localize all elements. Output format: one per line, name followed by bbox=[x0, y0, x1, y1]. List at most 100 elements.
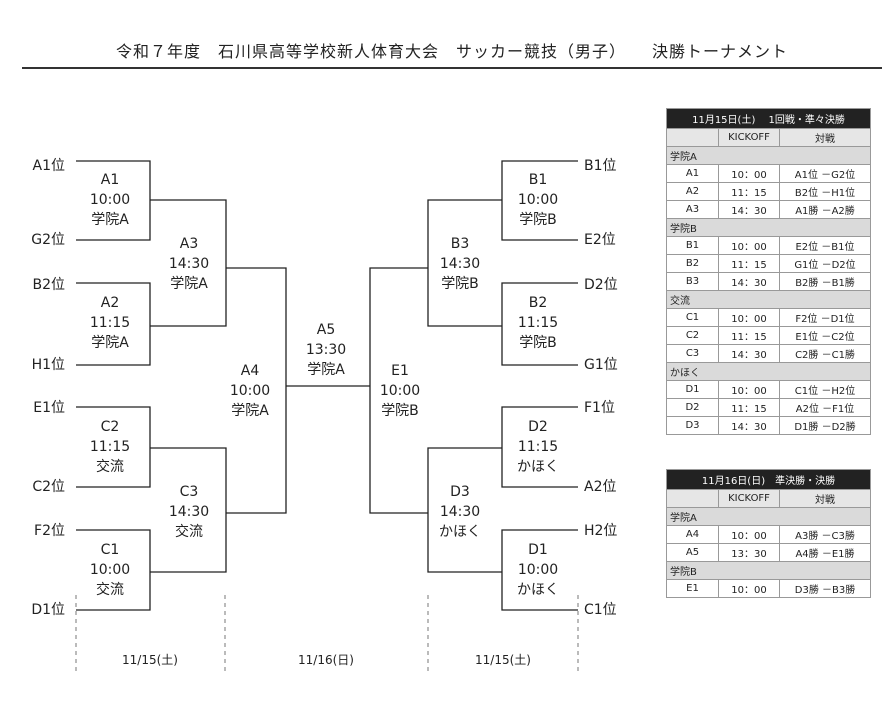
match-D1: D1 10:00 かほく bbox=[488, 540, 588, 600]
schedule-kickoff: 10：00 bbox=[718, 236, 780, 255]
match-id: D3 bbox=[450, 484, 470, 500]
bracket-line-C3 bbox=[150, 447, 227, 573]
match-time: 13:30 bbox=[305, 342, 347, 358]
match-venue: 学院A bbox=[91, 212, 129, 228]
schedule-kickoff: 14：30 bbox=[718, 416, 780, 435]
schedule-kickoff: 10：00 bbox=[718, 525, 780, 544]
schedule-matchup: E2位 －B1位 bbox=[779, 236, 871, 255]
schedule-kickoff: 14：30 bbox=[718, 272, 780, 291]
schedule-matchup: B2位 －H1位 bbox=[779, 182, 871, 201]
match-id: B3 bbox=[450, 236, 470, 252]
match-time: 10:00 bbox=[517, 192, 559, 208]
team-slot: E1位 bbox=[33, 400, 65, 416]
schedule-kickoff: 10：00 bbox=[718, 164, 780, 183]
match-time: 10:00 bbox=[229, 383, 271, 399]
match-venue: 学院A bbox=[170, 276, 208, 292]
schedule-matchup: A1勝 －A2勝 bbox=[779, 200, 871, 219]
match-venue: 学院B bbox=[381, 403, 419, 419]
team-slot: B2位 bbox=[32, 277, 65, 293]
match-id: E1 bbox=[391, 363, 409, 379]
match-venue: 学院B bbox=[441, 276, 479, 292]
team-slot: C2位 bbox=[32, 479, 65, 495]
schedule-matchup: C2勝 －C1勝 bbox=[779, 344, 871, 363]
schedule-kickoff: 14：30 bbox=[718, 200, 780, 219]
schedule-kickoff: 10：00 bbox=[718, 308, 780, 327]
match-C3: C3 14:30 交流 bbox=[139, 482, 239, 542]
team-slot: G2位 bbox=[31, 232, 65, 248]
schedule-matchup: B2勝 －B1勝 bbox=[779, 272, 871, 291]
match-E1: E1 10:00 学院B bbox=[350, 361, 450, 421]
schedule-kickoff: 11：15 bbox=[718, 398, 780, 417]
schedule-kickoff: 13：30 bbox=[718, 543, 780, 562]
schedule-col-kickoff: KICKOFF bbox=[718, 489, 780, 508]
match-time: 10:00 bbox=[89, 562, 131, 578]
team-slot: E2位 bbox=[584, 232, 616, 248]
match-A1: A1 10:00 学院A bbox=[60, 170, 160, 230]
schedule-kickoff: 11：15 bbox=[718, 182, 780, 201]
match-id: A3 bbox=[179, 236, 199, 252]
match-id: A2 bbox=[100, 295, 120, 311]
schedule-matchup: D3勝 －B3勝 bbox=[779, 579, 871, 598]
schedule-match-id: D2 bbox=[666, 398, 719, 417]
schedule-matchup: G1位 －D2位 bbox=[779, 254, 871, 273]
schedule-col-match: 対戦 bbox=[779, 128, 871, 147]
bracket-line-A2 bbox=[76, 282, 151, 366]
schedule-match-id: E1 bbox=[666, 579, 719, 598]
match-id: C1 bbox=[100, 542, 120, 558]
match-time: 14:30 bbox=[439, 504, 481, 520]
bracket-line-B1 bbox=[501, 160, 578, 241]
team-slot: F2位 bbox=[34, 523, 65, 539]
team-slot: D2位 bbox=[584, 277, 618, 293]
schedule-col-blank bbox=[666, 128, 719, 147]
match-venue: 学院B bbox=[519, 335, 557, 351]
bracket-line-C1 bbox=[76, 529, 151, 611]
match-C2: C2 11:15 交流 bbox=[60, 417, 160, 477]
team-slot: A1位 bbox=[32, 158, 65, 174]
match-A5: A5 13:30 学院A bbox=[276, 320, 376, 380]
schedule-col-match: 対戦 bbox=[779, 489, 871, 508]
schedule-col-kickoff: KICKOFF bbox=[718, 128, 780, 147]
match-venue: かほく bbox=[517, 459, 559, 475]
match-time: 14:30 bbox=[168, 504, 210, 520]
team-slot: A2位 bbox=[584, 479, 617, 495]
match-B3: B3 14:30 学院B bbox=[410, 234, 510, 294]
round-date: 11/15(土) bbox=[475, 653, 531, 667]
match-venue: 学院A bbox=[307, 362, 345, 378]
match-venue: 交流 bbox=[175, 524, 203, 540]
schedule-kickoff: 11：15 bbox=[718, 326, 780, 345]
match-id: A1 bbox=[100, 172, 120, 188]
schedule-match-id: A2 bbox=[666, 182, 719, 201]
match-A4: A4 10:00 学院A bbox=[200, 361, 300, 421]
match-id: D1 bbox=[528, 542, 548, 558]
bracket-line-A4 bbox=[226, 267, 287, 514]
schedule-kickoff: 14：30 bbox=[718, 344, 780, 363]
schedule-venue: 交流 bbox=[666, 290, 871, 309]
match-venue: 交流 bbox=[96, 459, 124, 475]
match-id: B1 bbox=[528, 172, 548, 188]
team-slot: H1位 bbox=[31, 357, 65, 373]
team-slot: G1位 bbox=[584, 357, 618, 373]
schedule-venue: 学院B bbox=[666, 561, 871, 580]
schedule-matchup: A4勝 －E1勝 bbox=[779, 543, 871, 562]
match-id: A4 bbox=[240, 363, 260, 379]
match-time: 11:15 bbox=[517, 439, 559, 455]
match-id: D2 bbox=[528, 419, 548, 435]
match-A3: A3 14:30 学院A bbox=[139, 234, 239, 294]
schedule-match-id: B2 bbox=[666, 254, 719, 273]
match-time: 10:00 bbox=[89, 192, 131, 208]
schedule-match-id: D3 bbox=[666, 416, 719, 435]
match-venue: かほく bbox=[439, 524, 481, 540]
schedule-col-blank bbox=[666, 489, 719, 508]
